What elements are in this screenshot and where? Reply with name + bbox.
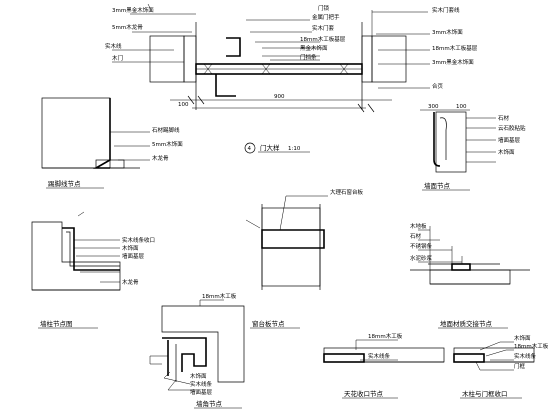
plan-label-left-1: 5mm木龙骨 [112,23,143,31]
d6-label-0: 18mm木工板 [202,292,237,300]
plan-label-right-3: 3mm黑金木饰面 [432,58,474,66]
d3-title: 墙柱节点图 [40,319,73,328]
detail-ceiling-edge: 18mm木工板 实木线条 天花收口节点 [323,332,445,399]
left-wall [149,35,185,83]
detail-wood-column-frame: 木饰面 18mm木工板 实木线条 门框 木柱与门框收口 [453,334,549,399]
d3-label-3: 木龙骨 [122,278,139,286]
detail-column: 实木线条收口 木饰面 墙面基层 木龙骨 墙柱节点图 [31,211,155,329]
d2-label-2: 石材 [498,114,510,122]
d2-label-5: 木饰面 [498,148,515,156]
plan-label-right-4: 合页 [432,82,444,90]
plan-title-num: 4 [248,146,252,152]
plan-label-right-1: 3mm木饰面 [432,28,463,36]
d5-label-1: 石材 [410,232,422,240]
d7-label-0: 18mm木工板 [368,332,403,340]
plan-label-left-3: 木门 [112,54,123,62]
d8-label-1: 18mm木工板 [514,342,549,350]
plan-dim-0: 900 [274,94,285,100]
plan-label-left-0: 3mm黑金木饰面 [112,6,154,14]
right-wall [371,35,407,83]
plan-label-center-0: 门锁 [318,4,330,12]
detail-window-sill: 大理石窗台板 窗台板节点 [245,188,364,329]
plan-label-center-1: 金属门把手 [312,13,340,21]
d8-label-2: 实木线条 [514,352,537,360]
detail-corner: 18mm木工板 木饰面 实木线条 墙面基层 墙角节点 [149,292,245,409]
d7-label-1: 实木线条 [368,352,391,360]
d2-label-4: 墙面基层 [498,136,521,144]
plan-scale: 1:10 [288,146,301,152]
door-handle [226,37,241,57]
d4-label-0: 大理石窗台板 [330,188,364,196]
d5-label-2: 不锈钢条 [410,242,433,250]
d6-label-3: 墙面基层 [190,388,213,396]
d3-label-0: 实木线条收口 [122,236,155,244]
d8-title: 木柱与门框收口 [462,389,508,398]
d2-label-3: 云石胶粘贴 [498,124,526,132]
d3-label-1: 木饰面 [122,244,139,252]
plan-label-center-3: 18mm木工板基层 [300,35,346,43]
detail-floor-transition: 木地板 石材 不锈钢条 水泥砂浆 地面材质交接节点 [410,222,530,329]
d6-title: 墙角节点 [196,399,223,408]
d1-label-0: 石材踢脚线 [152,126,180,134]
d5-title: 地面材质交接节点 [440,319,493,328]
d3-label-2: 墙面基层 [122,252,145,260]
d1-label-1: 5mm木饰面 [152,140,183,148]
d2-title: 墙面节点 [424,181,451,190]
d6-label-2: 实木线条 [190,380,213,388]
detail-skirting: 石材踢脚线 5mm木饰面 木龙骨 踢脚线节点 [41,97,183,189]
d8-label-0: 木饰面 [514,334,531,342]
plan-dim-1: 100 [178,102,189,108]
d6-label-1: 木饰面 [190,372,207,380]
d7-title: 天花收口节点 [344,389,384,398]
d4-title: 窗台板节点 [252,319,285,328]
plan-title: 门大样 [260,143,280,152]
plan-label-left-2: 实木线 [105,42,122,50]
d2-dim-0: 300 [428,104,439,110]
plan-label-center-5: 门挡条 [300,53,317,61]
d1-label-2: 木龙骨 [152,154,169,162]
plan-label-right-0: 实木门套线 [432,6,460,14]
detail-number-circle [244,142,256,154]
d5-label-3: 水泥砂浆 [410,254,433,262]
d8-label-3: 门框 [514,362,526,370]
detail-wall-stone: 300 100 石材 云石胶粘贴 墙面基层 木饰面 墙面节点 [420,104,526,191]
door-plan-detail: 3mm黑金木饰面 5mm木龙骨 实木线 木门 门锁 金属门把手 实木门套 18m… [105,3,478,154]
d5-label-0: 木地板 [410,222,427,230]
d2-dim-1: 100 [456,104,467,110]
plan-label-right-2: 18mm木工板基层 [432,44,478,52]
plan-label-center-4: 黑金木饰面 [300,44,328,52]
plan-label-center-2: 实木门套 [312,24,335,32]
d1-title: 踢脚线节点 [48,179,81,188]
